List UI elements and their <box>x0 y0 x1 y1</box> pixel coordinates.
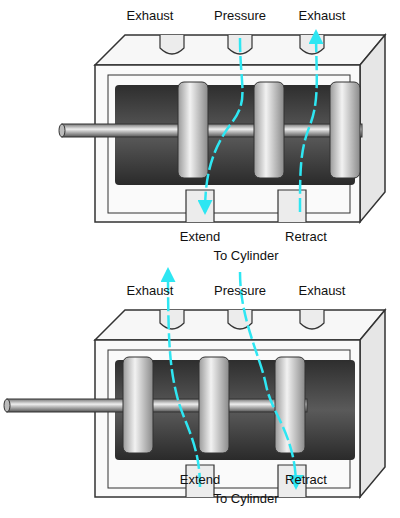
port-label: Exhaust <box>127 283 174 298</box>
port-label: Pressure <box>214 8 266 23</box>
port-label: To Cylinder <box>213 491 278 506</box>
port-label: Exhaust <box>127 8 174 23</box>
port-label: Exhaust <box>299 283 346 298</box>
port-label: Extend <box>180 229 220 244</box>
port-label: Extend <box>180 472 220 487</box>
port-label: Retract <box>285 229 327 244</box>
port-label: Pressure <box>214 283 266 298</box>
port-label: To Cylinder <box>213 248 278 263</box>
port-label: Exhaust <box>299 8 346 23</box>
port-label: Retract <box>285 472 327 487</box>
